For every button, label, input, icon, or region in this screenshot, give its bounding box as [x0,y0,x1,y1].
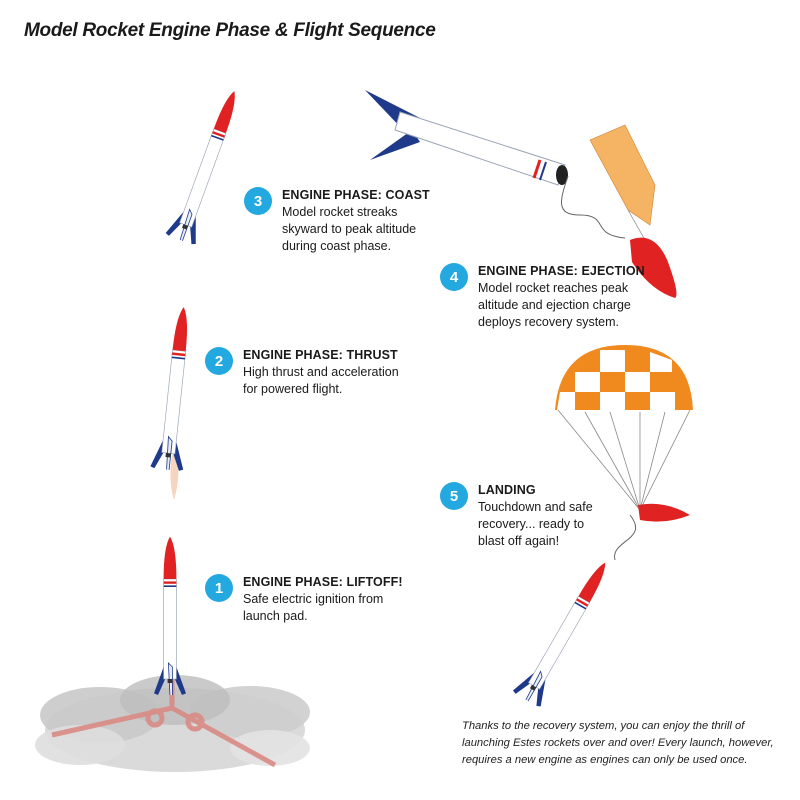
step-description: blast off again! [478,534,560,548]
step-description: for powered flight. [243,382,343,396]
step-description: Touchdown and safe [478,500,593,514]
step-number-badge: 2 [205,347,233,375]
rocket-thrust-icon [149,304,201,500]
page-title: Model Rocket Engine Phase & Flight Seque… [24,20,436,41]
step-phase: LANDING [478,483,536,497]
step-coast: 3 ENGINE PHASE: COAST Model rocket strea… [244,187,430,255]
rocket-coast-icon [164,85,250,248]
footnote-line: requires a new engine as engines can onl… [462,754,748,766]
step-phase: ENGINE PHASE: COAST [282,188,430,202]
rocket-liftoff-icon [153,536,187,695]
footnote: Thanks to the recovery system, you can e… [462,718,792,769]
step-liftoff: 1 ENGINE PHASE: LIFTOFF! Safe electric i… [205,574,403,625]
step-description: launch pad. [243,609,308,623]
step-description: deploys recovery system. [478,315,620,329]
step-phase: ENGINE PHASE: EJECTION [478,264,645,278]
rocket-ejection-icon [365,90,677,298]
step-thrust: 2 ENGINE PHASE: THRUST High thrust and a… [205,347,399,398]
step-description: Model rocket streaks [282,205,398,219]
parachute-icon [555,345,693,522]
step-number-badge: 4 [440,263,468,291]
launch-pad-icon [51,670,277,768]
rocket-landing-icon [510,514,637,710]
step-description: Model rocket reaches peak [478,281,629,295]
footnote-line: Thanks to the recovery system, you can e… [462,720,745,732]
step-phase: ENGINE PHASE: THRUST [243,348,398,362]
step-phase: ENGINE PHASE: LIFTOFF! [243,575,403,589]
step-number-badge: 3 [244,187,272,215]
step-description: skyward to peak altitude [282,222,417,236]
step-description: during coast phase. [282,239,392,253]
step-number-badge: 5 [440,482,468,510]
step-landing: 5 LANDING Touchdown and safe recovery...… [440,482,593,550]
step-description: Safe electric ignition from [243,592,384,606]
footnote-line: launching Estes rockets over and over! E… [462,737,774,749]
step-description: High thrust and acceleration [243,365,399,379]
step-description: altitude and ejection charge [478,298,631,312]
step-description: recovery... ready to [478,517,585,531]
step-ejection: 4 ENGINE PHASE: EJECTION Model rocket re… [440,263,645,331]
step-number-badge: 1 [205,574,233,602]
